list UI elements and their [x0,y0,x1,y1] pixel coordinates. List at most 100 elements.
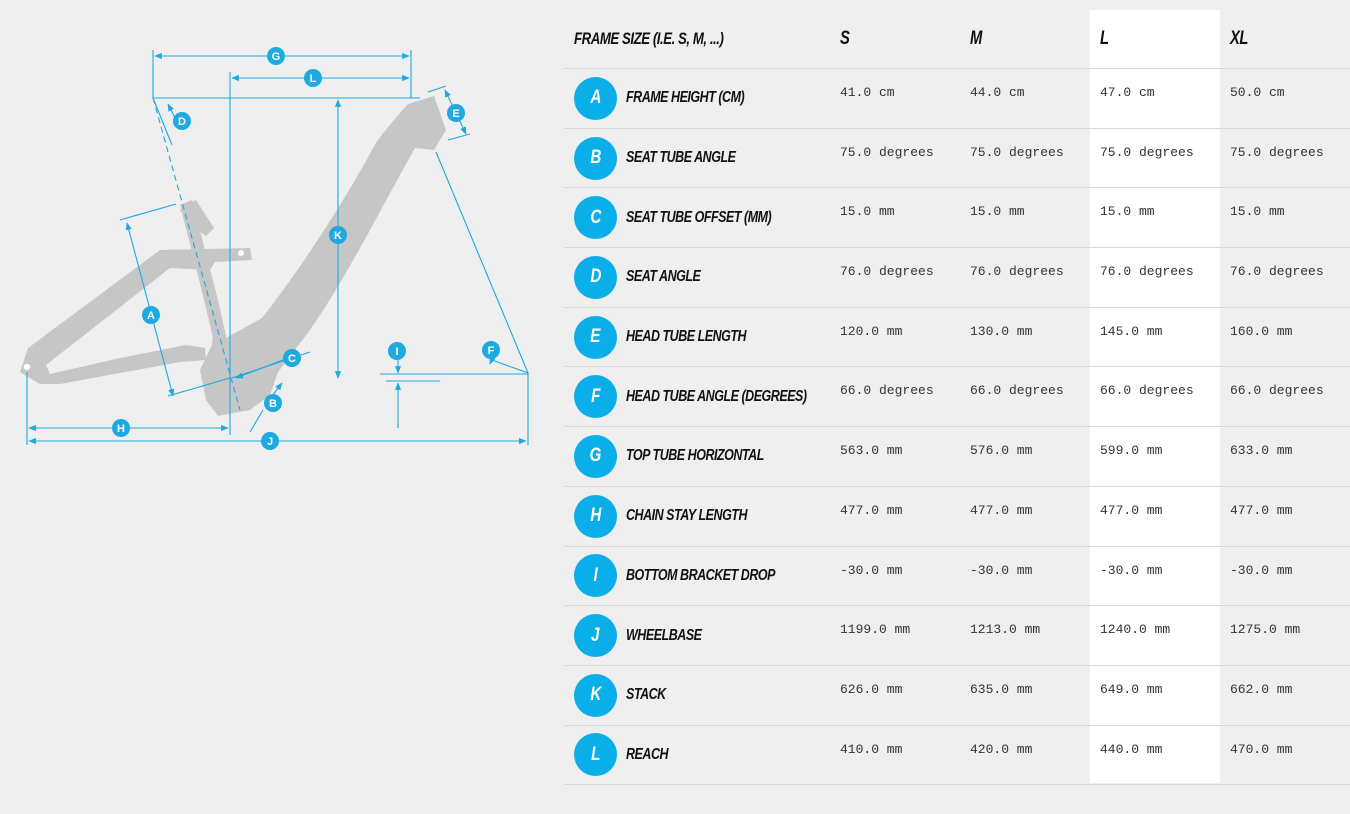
row-label: I BOTTOM BRACKET DROP [564,547,830,606]
table-row: A FRAME HEIGHT (CM) 41.0 cm 44.0 cm 47.0… [564,69,1350,129]
header-size-l[interactable]: L [1100,28,1109,49]
letter-badge: A [574,76,617,120]
dim-d-dashed-axis [152,97,241,411]
value-m: 44.0 cm [970,85,1025,100]
header-size-s[interactable]: S [840,28,850,49]
dim-b-ext [249,409,264,433]
value-xl: 470.0 mm [1230,741,1293,757]
value-l: 145.0 mm [1100,323,1163,339]
frame-main-triangle [200,96,446,416]
badge-k: K [329,226,347,244]
badge-e: E [447,104,465,122]
value-xl: 477.0 mm [1230,502,1293,518]
letter-badge: B [574,136,617,180]
value-s: 120.0 mm [840,323,903,339]
value-xl: 76.0 degrees [1230,264,1324,280]
value-l: 649.0 mm [1100,681,1163,697]
letter-badge: K [574,673,617,717]
table-row: L REACH 410.0 mm 420.0 mm 440.0 mm 470.0… [564,726,1350,786]
value-xl: 662.0 mm [1230,681,1293,697]
svg-text:L: L [310,73,317,85]
row-label: L REACH [564,726,830,785]
table-row: D SEAT ANGLE 76.0 degrees 76.0 degrees 7… [564,248,1350,308]
row-label: J WHEELBASE [564,606,830,665]
table-row: G TOP TUBE HORIZONTAL 563.0 mm 576.0 mm … [564,427,1350,487]
value-xl: 160.0 mm [1230,323,1293,339]
badge-c: C [283,349,301,367]
geometry-table: FRAME SIZE (I.E. S, M, ...) S M L XL A F… [564,10,1350,786]
row-label: K STACK [564,666,830,725]
dim-e-ext-bottom [447,133,471,141]
row-label: A FRAME HEIGHT (CM) [564,69,830,128]
row-label: D SEAT ANGLE [564,248,830,307]
value-m: 66.0 degrees [970,383,1064,399]
value-s: 76.0 degrees [840,264,934,280]
svg-text:D: D [178,116,186,128]
value-s: 15.0 mm [840,204,895,220]
value-l: 66.0 degrees [1100,383,1194,399]
letter-badge: E [574,315,617,359]
svg-text:J: J [267,436,273,448]
row-label: F HEAD TUBE ANGLE (DEGREES) [564,367,830,426]
value-xl: 1275.0 mm [1230,622,1301,638]
bike-frame-silhouette [20,96,446,416]
value-l: 75.0 degrees [1100,144,1194,160]
dim-a-ext-bottom [167,377,231,397]
badge-g: G [267,47,285,65]
svg-text:I: I [395,346,398,358]
value-m: 1213.0 mm [970,622,1041,638]
svg-text:E: E [452,108,459,120]
row-label: G TOP TUBE HORIZONTAL [564,427,830,486]
frame-seat-stay [20,248,252,384]
value-m: 75.0 degrees [970,144,1064,160]
letter-badge: C [574,196,617,240]
svg-text:H: H [117,423,125,435]
value-s: 563.0 mm [840,443,903,459]
table-row: H CHAIN STAY LENGTH 477.0 mm 477.0 mm 47… [564,487,1350,547]
frame-geometry-diagram: G L D E K A I F C B H J [0,0,560,814]
value-m: 15.0 mm [970,204,1025,220]
table-row: I BOTTOM BRACKET DROP -30.0 mm -30.0 mm … [564,547,1350,607]
value-m: 477.0 mm [970,502,1033,518]
value-l: 1240.0 mm [1100,622,1171,638]
value-s: 1199.0 mm [840,622,911,638]
letter-badge: G [574,434,617,478]
row-name: FRAME HEIGHT (CM) [626,89,745,107]
value-xl: 633.0 mm [1230,443,1293,459]
frame-shock-mount [180,200,214,236]
badge-f: F [482,341,500,359]
row-name: SEAT ANGLE [626,268,701,286]
badge-j: J [261,432,279,450]
letter-badge: J [574,614,617,658]
header-size-xl[interactable]: XL [1230,28,1249,49]
table-row: K STACK 626.0 mm 635.0 mm 649.0 mm 662.0… [564,666,1350,726]
row-name: SEAT TUBE ANGLE [626,149,736,167]
value-l: 477.0 mm [1100,502,1163,518]
svg-text:A: A [147,310,155,322]
badge-d: D [173,112,191,130]
badge-a: A [142,306,160,324]
value-s: 477.0 mm [840,502,903,518]
row-name: BOTTOM BRACKET DROP [626,566,775,584]
value-s: 75.0 degrees [840,144,934,160]
value-m: -30.0 mm [970,562,1033,578]
header-size-m[interactable]: M [970,28,982,49]
value-s: 626.0 mm [840,681,903,697]
dim-c-pointer [235,359,284,379]
value-xl: 15.0 mm [1230,204,1285,220]
dim-d-angle [152,97,173,146]
table-row: J WHEELBASE 1199.0 mm 1213.0 mm 1240.0 m… [564,606,1350,666]
table-row: E HEAD TUBE LENGTH 120.0 mm 130.0 mm 145… [564,308,1350,368]
letter-badge: L [574,733,617,777]
header-frame-size-label: FRAME SIZE (I.E. S, M, ...) [574,29,724,48]
dim-e-ext-top [427,85,447,93]
value-xl: 50.0 cm [1230,85,1285,100]
table-row: C SEAT TUBE OFFSET (MM) 15.0 mm 15.0 mm … [564,188,1350,249]
row-label: H CHAIN STAY LENGTH [564,487,830,546]
frame-geometry-svg: G L D E K A I F C B H J [20,47,529,450]
badge-l: L [304,69,322,87]
dim-b-pointer [271,382,283,397]
value-s: 41.0 cm [840,85,895,100]
dim-f-ground [491,359,529,374]
badge-b: B [264,394,282,412]
